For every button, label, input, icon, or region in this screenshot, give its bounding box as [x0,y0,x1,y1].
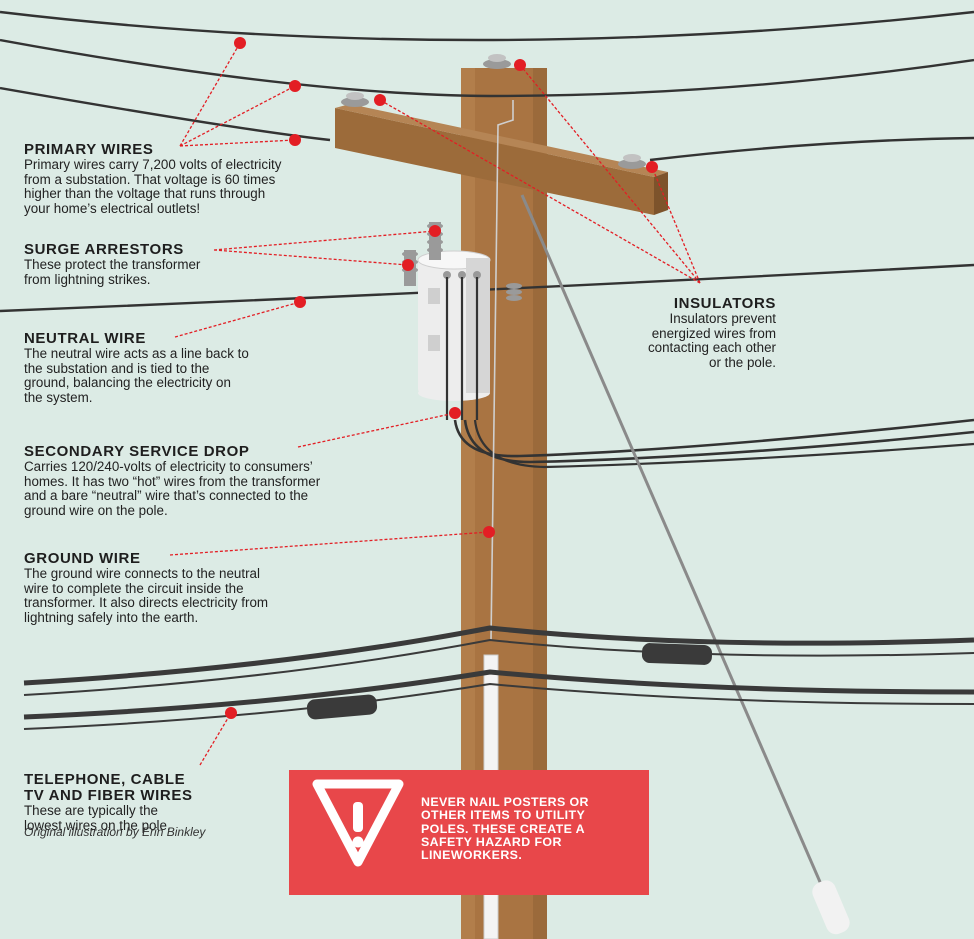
safety-warning-box: NEVER NAIL POSTERS OR OTHER ITEMS TO UTI… [289,770,649,895]
primary-wires-line-1: Primary wires carry 7,200 volts of elect… [24,157,282,172]
surge-arrestors-title: SURGE ARRESTORS [24,241,184,258]
insulator-right [618,154,646,169]
primary-wire-lower [0,86,331,142]
label-insulators: INSULATORS Insulators prevent energized … [648,296,776,370]
insulators-line-1: Insulators prevent [669,311,776,326]
crossarm [335,108,654,215]
markers [225,37,658,719]
insulators-title: INSULATORS [673,295,776,312]
label-telephone-cable-fiber: TELEPHONE, CABLE TV AND FIBER WIRES Thes… [24,772,193,833]
label-ground-wire: GROUND WIRE The ground wire connects to … [24,551,268,625]
secondary-service-drop-line-3: and a bare “neutral” wire that’s connect… [24,488,309,504]
neutral-wire-line-2: the substation and is tied to the [24,360,210,376]
neutral-wire-line-1: The neutral wire acts as a line back to [24,346,249,361]
warning-line-2: OTHER ITEMS TO UTILITY [421,808,586,823]
telephone-line-2: lowest wires on the pole. [24,817,171,833]
secondary-service-drop-title: SECONDARY SERVICE DROP [24,443,250,460]
primary-wires-line-4: your home’s electrical outlets! [24,200,201,216]
illustration-credit: Original illustration by Erin Binkley [24,825,206,839]
telephone-cable-fiber-wires [23,625,974,730]
label-primary-wires: PRIMARY WIRES Primary wires carry 7,200 … [24,142,281,216]
ground-wire-line-2: wire to complete the circuit inside the [24,580,244,596]
neutral-wire-line-4: the system. [24,389,93,405]
primary-wires-line-2: from a substation. That voltage is 60 ti… [24,171,276,187]
telephone-line-1: These are typically the [24,803,158,818]
warning-text: NEVER NAIL POSTERS OR OTHER ITEMS TO UTI… [421,795,643,863]
ground-wire-title: GROUND WIRE [24,550,141,567]
telephone-title-line-1: TELEPHONE, CABLE [24,771,186,788]
neutral-insulator [506,283,522,301]
neutral-wire-line-3: ground, balancing the electricity on [24,375,231,391]
primary-wires-line-3: higher than the voltage that runs throug… [24,186,266,202]
secondary-service-drop-line-4: ground wire on the pole. [24,502,168,518]
primary-wires-title: PRIMARY WIRES [24,141,154,158]
warning-line-4: SAFETY HAZARD FOR [421,834,562,849]
insulator-pole-top [483,54,511,69]
ground-wire [490,100,514,641]
warning-line-1: NEVER NAIL POSTERS OR [421,795,589,809]
telephone-title-line-2: TV AND FIBER WIRES [24,787,193,804]
warning-line-5: LINEWORKERS. [421,848,523,863]
secondary-service-drop-line-2: homes. It has two “hot” wires from the t… [24,473,321,489]
warning-line-3: POLES. THESE CREATE A [421,821,585,836]
ground-wire-line-4: lightning safely into the earth. [24,609,199,625]
leader-lines [169,42,701,766]
insulator-left [341,92,369,107]
surge-arrestors-line-1: These protect the transformer [24,257,201,272]
primary-wire-top [0,10,974,42]
label-neutral-wire: NEUTRAL WIRE The neutral wire acts as a … [24,331,249,405]
surge-arrestors-line-2: from lightning strikes. [24,271,151,287]
insulators-line-2: energized wires from [651,325,776,341]
label-secondary-service-drop: SECONDARY SERVICE DROP Carries 120/240-v… [24,444,320,518]
ground-wire-line-1: The ground wire connects to the neutral [24,566,260,581]
secondary-service-drop-1 [453,418,974,458]
transformer [417,250,491,420]
exclamation-triangle-icon [312,779,404,867]
secondary-service-drop-line-1: Carries 120/240-volts of electricity to … [24,459,313,474]
insulators-line-3: contacting each other [647,340,776,356]
insulators-line-4: or the pole. [709,354,776,370]
guy-wire [520,194,832,906]
ground-wire-line-3: transformer. It also directs electricity… [24,595,269,611]
label-surge-arrestors: SURGE ARRESTORS These protect the transf… [24,242,200,287]
secondary-service-drop-2 [463,419,974,464]
primary-wire-middle [0,38,974,98]
neutral-wire-title: NEUTRAL WIRE [24,330,146,347]
